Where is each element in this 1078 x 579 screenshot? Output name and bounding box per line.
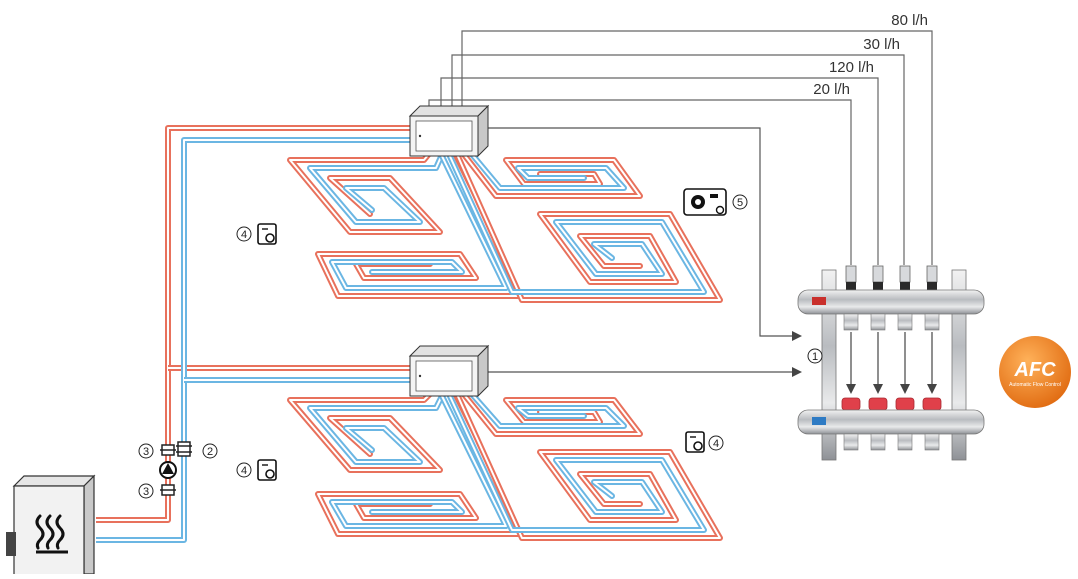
flow-label-80: 80 l/h xyxy=(891,12,928,29)
control-signal-lines xyxy=(480,127,802,377)
callout-pump: 2 xyxy=(202,443,218,459)
svg-text:4: 4 xyxy=(241,465,247,477)
room-thermostat-lower-left: 4 xyxy=(236,459,277,481)
svg-text:4: 4 xyxy=(713,438,719,450)
upper-floor-loops xyxy=(287,147,723,303)
room-thermostat-upper-left: 4 xyxy=(236,223,277,245)
room-thermostat-icon xyxy=(257,459,277,481)
svg-text:2: 2 xyxy=(207,446,213,458)
flow-label-120: 120 l/h xyxy=(829,59,874,76)
heating-loop xyxy=(287,389,447,473)
manifold: 1 xyxy=(797,265,985,461)
svg-text:3: 3 xyxy=(143,446,149,458)
room-thermostat-icon xyxy=(257,223,277,245)
afc-tagline: Automatic Flow Control xyxy=(1009,382,1061,388)
flow-meters xyxy=(845,265,938,290)
room-thermostat-lower-right: 4 xyxy=(685,431,724,453)
afc-badge: AFC Automatic Flow Control xyxy=(999,336,1071,408)
flow-label-30: 30 l/h xyxy=(863,36,900,53)
distribution-cabinet-lower xyxy=(408,344,490,398)
callout-valve-upper: 3 xyxy=(138,443,154,459)
boiler-icon xyxy=(6,474,96,577)
controller-icon xyxy=(683,188,727,216)
pump-icon xyxy=(159,461,177,479)
valve-icon-lower xyxy=(160,484,176,496)
flow-label-20: 20 l/h xyxy=(813,81,850,98)
afc-logo: AFC xyxy=(1013,359,1056,381)
svg-text:4: 4 xyxy=(241,229,247,241)
heating-loop xyxy=(445,389,723,541)
callout-valve-lower: 3 xyxy=(138,483,154,499)
svg-text:5: 5 xyxy=(737,197,743,209)
valve-icon-return xyxy=(176,441,192,457)
flow-signal-lines xyxy=(428,30,933,265)
svg-text:3: 3 xyxy=(143,486,149,498)
controller-unit: 5 xyxy=(683,188,748,216)
lower-floor-loops xyxy=(287,389,723,541)
heating-loop xyxy=(287,147,447,235)
svg-text:1: 1 xyxy=(812,351,818,363)
heating-loop xyxy=(315,149,523,299)
valve-caps xyxy=(841,397,942,411)
room-thermostat-icon xyxy=(685,431,705,453)
heating-loop xyxy=(445,149,723,303)
heating-loop xyxy=(459,149,643,199)
valve-icon-upper xyxy=(160,444,176,456)
main-pipes xyxy=(96,125,412,543)
distribution-cabinet-upper xyxy=(408,104,490,158)
heating-loop xyxy=(315,389,523,537)
heating-loop xyxy=(459,389,643,437)
